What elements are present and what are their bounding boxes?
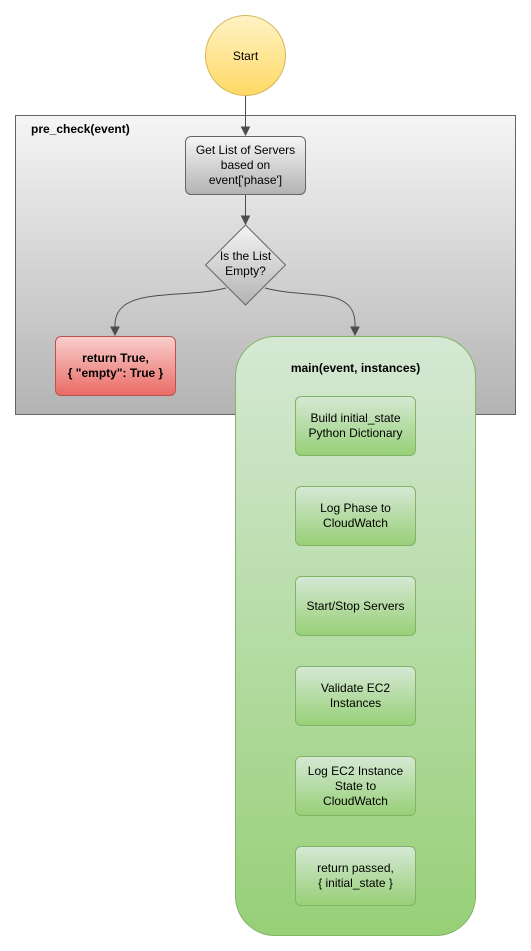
pre-check-group-title: pre_check(event) <box>31 122 130 136</box>
build-initial-state-node[interactable]: Build initial_state Python Dictionary <box>295 396 416 456</box>
step-label: return passed, { initial_state } <box>317 861 394 890</box>
step-label: Build initial_state Python Dictionary <box>308 411 403 440</box>
validate-ec2-node[interactable]: Validate EC2 Instances <box>295 666 416 726</box>
get-list-node[interactable]: Get List of Servers based on event['phas… <box>185 136 306 195</box>
decision-label: Is the List Empty? <box>219 249 272 278</box>
step-label: Start/Stop Servers <box>306 598 405 613</box>
main-function-title: main(event, instances) <box>290 361 421 375</box>
step-label: Log EC2 Instance State to CloudWatch <box>307 763 404 808</box>
return-true-label: return True, { "empty": True } <box>67 351 164 380</box>
log-ec2-state-node[interactable]: Log EC2 Instance State to CloudWatch <box>295 756 416 816</box>
return-true-node[interactable]: return True, { "empty": True } <box>55 336 176 396</box>
step-label: Validate EC2 Instances <box>320 681 391 710</box>
log-phase-node[interactable]: Log Phase to CloudWatch <box>295 486 416 546</box>
start-label: Start <box>232 48 259 63</box>
step-label: Log Phase to CloudWatch <box>320 501 391 530</box>
return-passed-node[interactable]: return passed, { initial_state } <box>295 846 416 906</box>
start-node[interactable]: Start <box>205 15 286 96</box>
get-list-label: Get List of Servers based on event['phas… <box>195 143 296 187</box>
start-stop-servers-node[interactable]: Start/Stop Servers <box>295 576 416 636</box>
